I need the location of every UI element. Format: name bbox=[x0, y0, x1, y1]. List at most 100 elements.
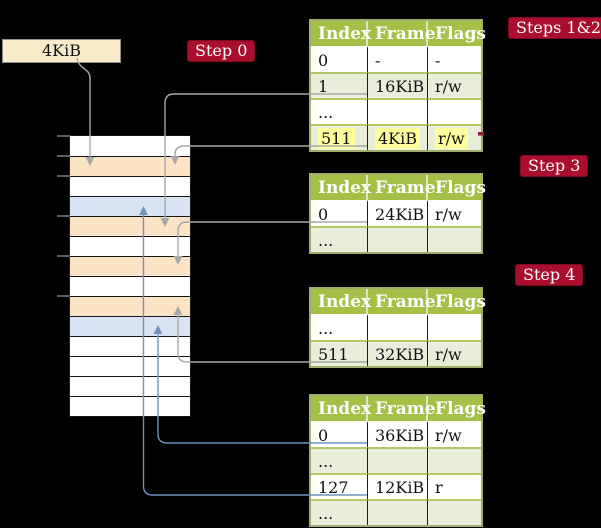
memory-row-1-white bbox=[70, 136, 190, 156]
cell-frame bbox=[368, 314, 428, 340]
page-table-4: Index Frame Flags 0 36KiB r/w ... 127 12… bbox=[309, 394, 486, 527]
col-header-index: Index bbox=[311, 175, 371, 200]
table-row: 511 32KiB r/w bbox=[311, 340, 481, 366]
cell-flags bbox=[428, 226, 481, 252]
label-step-4: Step 4 bbox=[515, 264, 584, 286]
memory-row-7-peach bbox=[70, 256, 190, 276]
col-header-flags: Flags bbox=[428, 396, 486, 421]
cell-flags bbox=[428, 447, 481, 473]
col-header-frame: Frame bbox=[368, 289, 436, 314]
table-row: 0 - - bbox=[311, 46, 481, 72]
cell-index: 1 bbox=[311, 72, 368, 98]
frame-size-box: 4KiB bbox=[2, 39, 121, 63]
label-step-4-text: Step 4 bbox=[523, 265, 576, 284]
cell-index: ... bbox=[311, 98, 368, 124]
cell-flags: r/w bbox=[428, 72, 481, 98]
col-header-frame: Frame bbox=[368, 21, 436, 46]
col-header-frame: Frame bbox=[368, 175, 436, 200]
cell-flags: - bbox=[428, 46, 481, 72]
table-row: 1 16KiB r/w bbox=[311, 72, 481, 98]
table-row: ... bbox=[311, 98, 481, 124]
table-header-row: Index Frame Flags bbox=[311, 21, 486, 46]
col-header-index: Index bbox=[311, 289, 371, 314]
memory-row-8-white bbox=[70, 276, 190, 296]
cell-index: ... bbox=[311, 314, 368, 340]
cell-frame: 24KiB bbox=[368, 200, 428, 226]
table-header-row: Index Frame Flags bbox=[311, 175, 486, 200]
highlighted-value: 4KiB bbox=[375, 127, 421, 149]
memory-row-4-blue bbox=[70, 196, 190, 216]
table-row: 127 12KiB r bbox=[311, 473, 481, 499]
col-header-index: Index bbox=[311, 21, 371, 46]
highlighted-value: 511 bbox=[318, 127, 355, 149]
cell-flags bbox=[428, 98, 481, 124]
cell-flags: r/w bbox=[428, 124, 481, 150]
cell-index: ... bbox=[311, 447, 368, 473]
cell-index: ... bbox=[311, 226, 368, 252]
table-row: 0 36KiB r/w bbox=[311, 421, 481, 447]
cell-frame bbox=[368, 98, 428, 124]
page-table-2: Index Frame Flags 0 24KiB r/w ... bbox=[309, 173, 486, 254]
memory-row-3-white bbox=[70, 176, 190, 196]
cell-frame: 16KiB bbox=[368, 72, 428, 98]
cell-frame: 12KiB bbox=[368, 473, 428, 499]
table-row: ... bbox=[311, 447, 481, 473]
table-row: ... bbox=[311, 314, 481, 340]
col-header-flags: Flags bbox=[428, 21, 486, 46]
label-step-3-text: Step 3 bbox=[528, 156, 581, 175]
cell-frame bbox=[368, 499, 428, 525]
cell-index: 127 bbox=[311, 473, 368, 499]
page-table-1: Index Frame Flags 0 - - 1 16KiB r/w ... bbox=[309, 19, 486, 152]
table-row: ... bbox=[311, 499, 481, 525]
cell-index: 0 bbox=[311, 200, 368, 226]
col-header-flags: Flags bbox=[428, 175, 486, 200]
label-step-0: Step 0 bbox=[187, 40, 256, 62]
page-table-3-table: Index Frame Flags ... 511 32KiB r/w bbox=[309, 287, 486, 368]
cell-flags: r bbox=[428, 473, 481, 499]
cell-flags bbox=[428, 314, 481, 340]
cell-flags: r/w bbox=[428, 421, 481, 447]
label-steps-1-2: Steps 1&2 bbox=[508, 17, 601, 39]
cell-flags: r/w bbox=[428, 340, 481, 366]
table-row: 0 24KiB r/w bbox=[311, 200, 481, 226]
memory-row-9-peach bbox=[70, 296, 190, 316]
memory-row-11-white bbox=[70, 336, 190, 356]
page-table-2-table: Index Frame Flags 0 24KiB r/w ... bbox=[309, 173, 486, 254]
table-header-row: Index Frame Flags bbox=[311, 396, 486, 421]
table-row-highlighted: 511 4KiB r/w bbox=[311, 124, 481, 150]
cell-index: ... bbox=[311, 499, 368, 525]
memory-row-14-white bbox=[70, 396, 190, 416]
cell-index: 0 bbox=[311, 421, 368, 447]
col-header-index: Index bbox=[311, 396, 371, 421]
memory-row-10-blue bbox=[70, 316, 190, 336]
cell-index: 511 bbox=[311, 124, 368, 150]
col-header-flags: Flags bbox=[428, 289, 486, 314]
cell-frame: 32KiB bbox=[368, 340, 428, 366]
cell-frame bbox=[368, 447, 428, 473]
col-header-frame: Frame bbox=[368, 396, 436, 421]
page-table-1-table: Index Frame Flags 0 - - 1 16KiB r/w ... bbox=[309, 19, 486, 152]
memory-row-13-white bbox=[70, 376, 190, 396]
label-step-0-text: Step 0 bbox=[195, 41, 248, 60]
cell-frame: - bbox=[368, 46, 428, 72]
highlighted-value: r/w bbox=[435, 127, 468, 149]
frame-size-label: 4KiB bbox=[41, 41, 81, 60]
cell-flags bbox=[428, 499, 481, 525]
cell-frame: 4KiB bbox=[368, 124, 428, 150]
label-steps-1-2-text: Steps 1&2 bbox=[516, 18, 601, 37]
page-table-3: Index Frame Flags ... 511 32KiB r/w bbox=[309, 287, 486, 368]
table-row: ... bbox=[311, 226, 481, 252]
memory-row-6-white bbox=[70, 236, 190, 256]
memory-row-5-peach bbox=[70, 216, 190, 236]
cell-index: 0 bbox=[311, 46, 368, 72]
cell-flags: r/w bbox=[428, 200, 481, 226]
table-header-row: Index Frame Flags bbox=[311, 289, 486, 314]
cell-index: 511 bbox=[311, 340, 368, 366]
cell-frame: 36KiB bbox=[368, 421, 428, 447]
memory-row-2-peach bbox=[70, 156, 190, 176]
memory-row-12-white bbox=[70, 356, 190, 376]
page-table-4-table: Index Frame Flags 0 36KiB r/w ... 127 12… bbox=[309, 394, 486, 527]
label-step-3: Step 3 bbox=[520, 155, 589, 177]
memory-column bbox=[69, 135, 191, 417]
